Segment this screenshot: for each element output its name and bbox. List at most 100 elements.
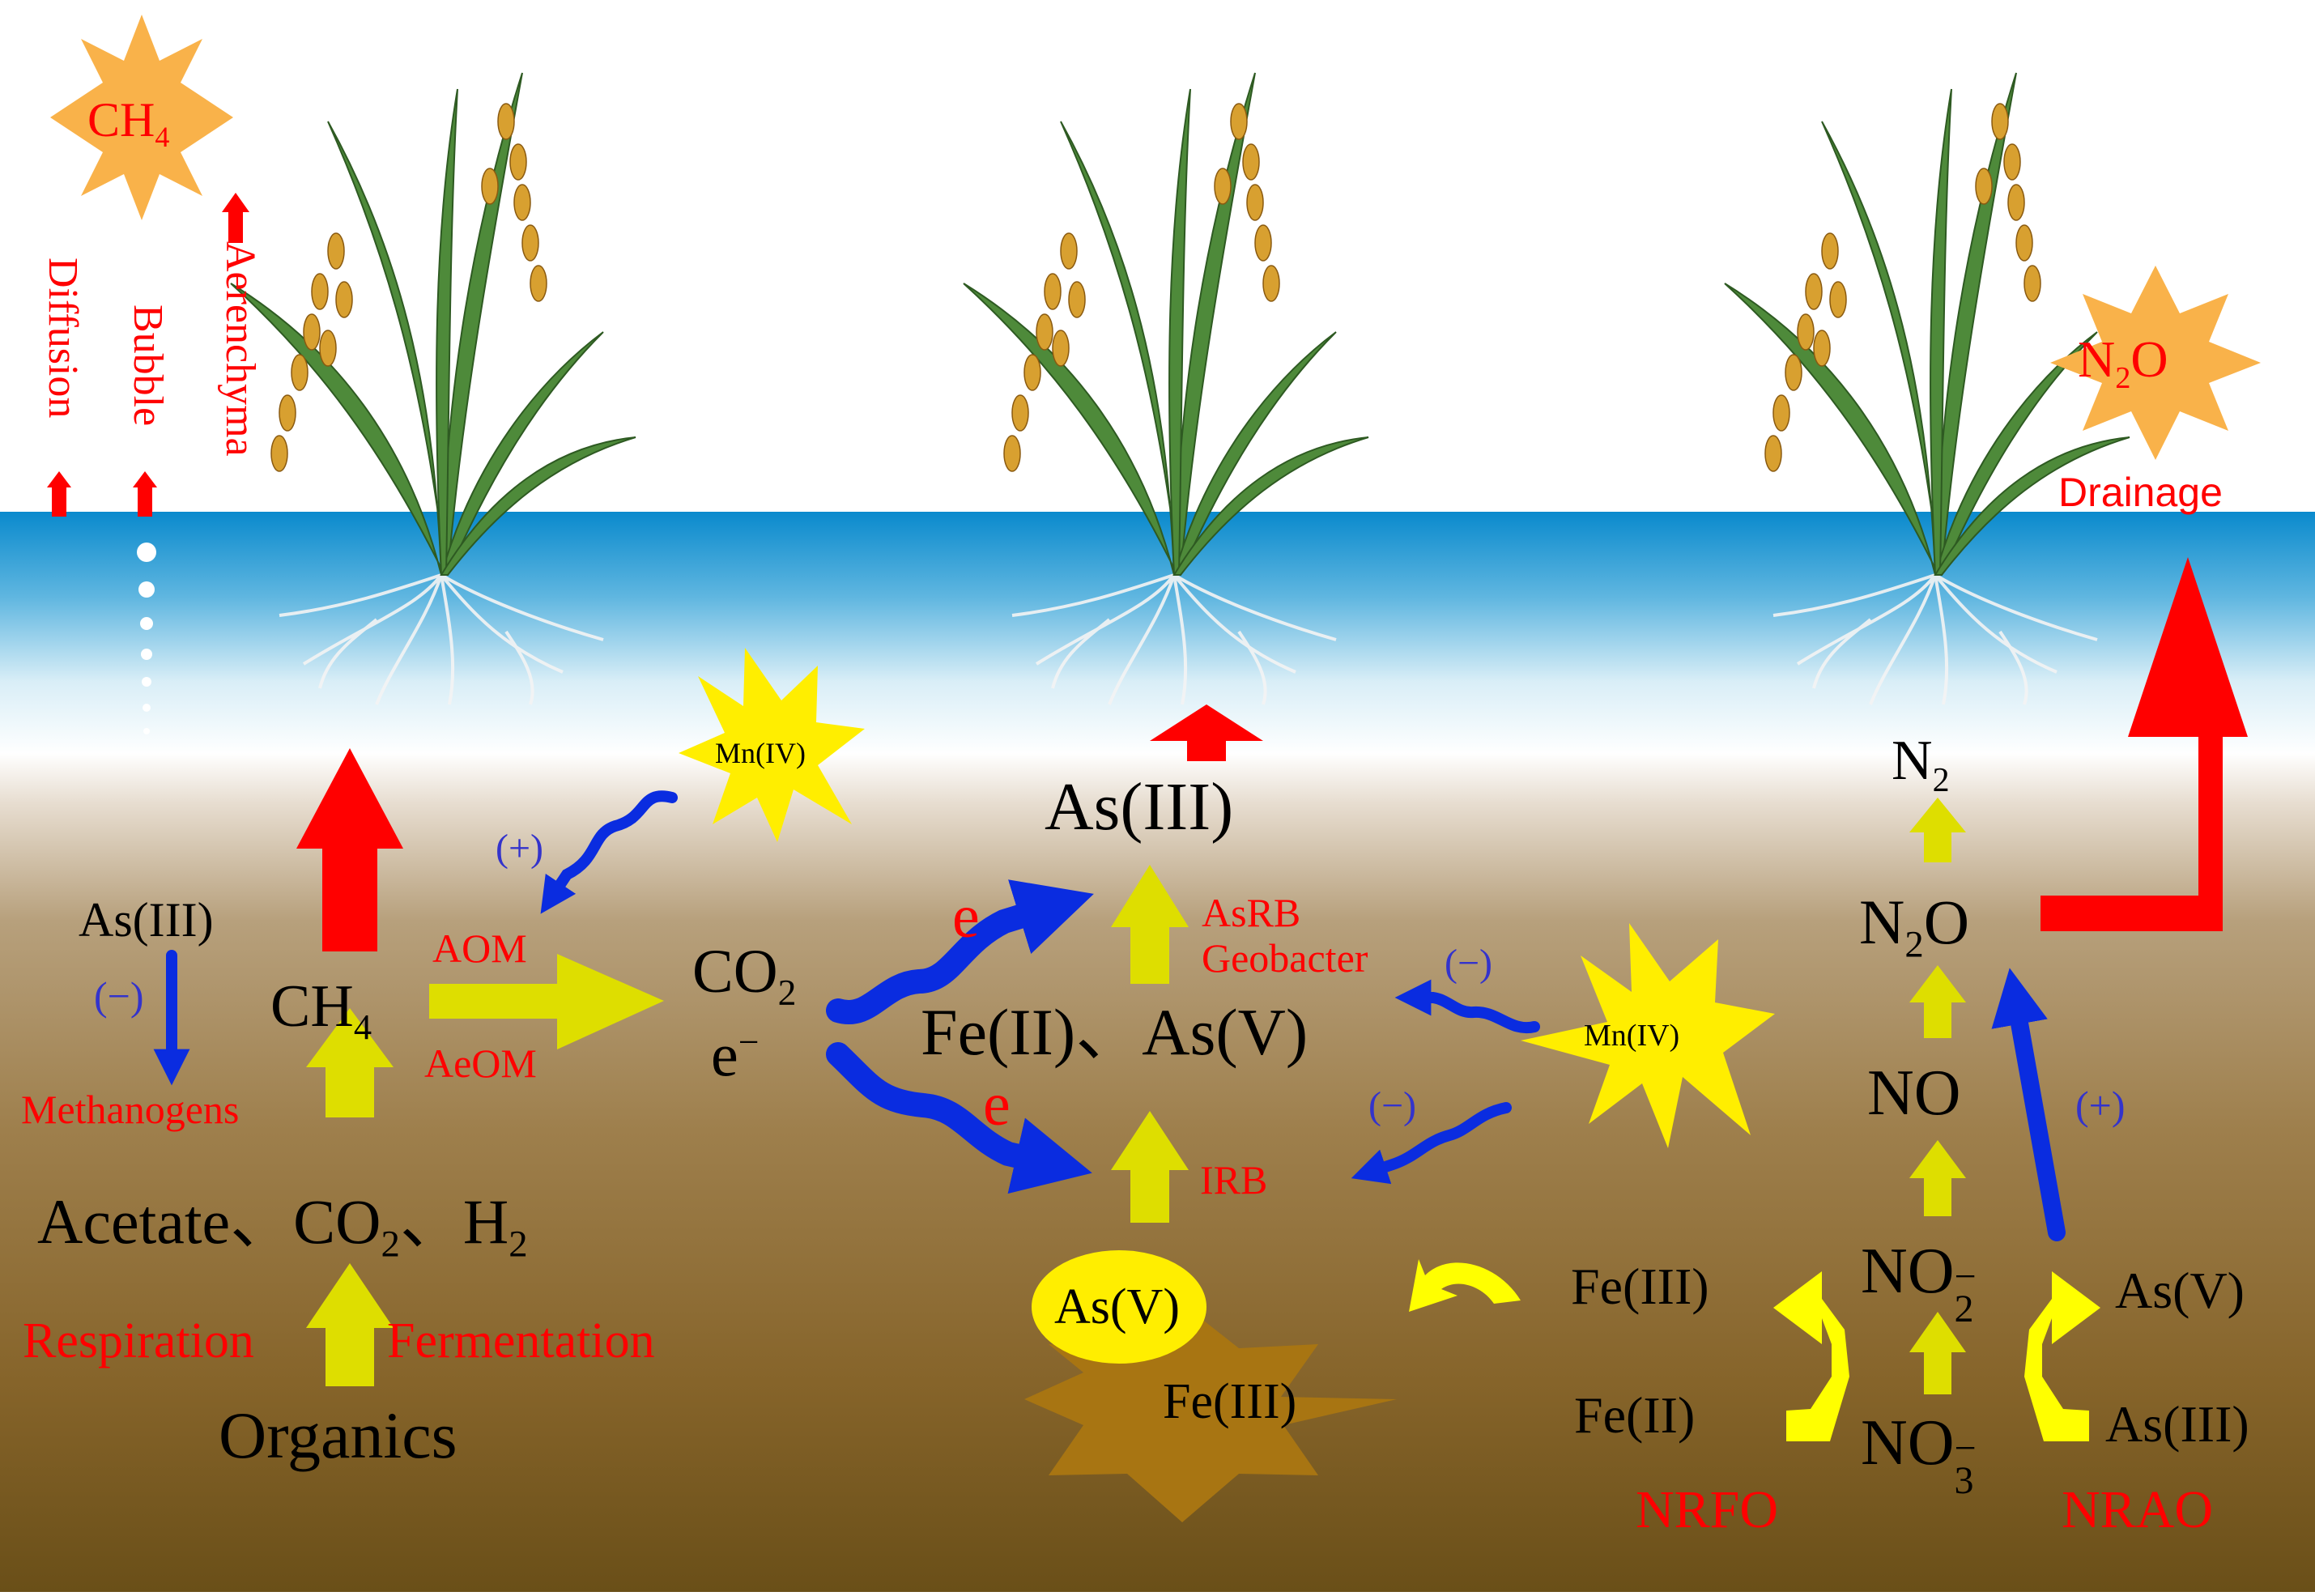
fe3-star-label: Fe(III) (1163, 1374, 1297, 1429)
substrates-text-b: 、H (399, 1186, 509, 1257)
diffusion-arrow (47, 471, 71, 517)
n2o-to-n2-arrow (1909, 798, 1966, 862)
co2-subscript: 2 (777, 972, 797, 1014)
nrfo-label: NRFO (1636, 1480, 1779, 1539)
methanogens-label: Methanogens (21, 1087, 240, 1132)
mn-top-plus-label: (+) (496, 827, 544, 870)
as3-minus-label: (−) (94, 973, 144, 1019)
n2o-label: N2O (1859, 891, 1969, 964)
no3-subscript: 3 (1954, 1459, 1974, 1502)
ch4-up-arrow (296, 748, 403, 951)
irb-label: IRB (1200, 1157, 1268, 1202)
plant-leaves (963, 72, 1369, 576)
as5-oval-shape (1032, 1250, 1206, 1364)
mn-irb-minus-label: (−) (1368, 1084, 1417, 1127)
bubble-label: Bubble (125, 304, 171, 427)
n2o-text: N (1859, 887, 1905, 957)
substrates-label: Acetate、CO2、H2 (37, 1190, 528, 1263)
ch4-text: CH (270, 973, 354, 1040)
plant-roots (279, 573, 604, 705)
drainage-arrow (2041, 557, 2248, 931)
bright-yellow-cycle-arrows (1409, 1259, 2100, 1441)
fermentation-label: Fermentation (387, 1313, 655, 1368)
as5-promote-arrow (1991, 968, 2066, 1241)
bubble-arrow (133, 471, 157, 517)
electron-down-arrow (826, 1042, 1092, 1194)
electron-bottom-label: e (983, 1070, 1011, 1138)
co2-label: CO2 (692, 941, 796, 1011)
plant-roots (1011, 573, 1337, 705)
fe3-label: Fe(III) (1571, 1258, 1709, 1315)
fe2-label: Fe(II) (1574, 1386, 1696, 1444)
electron-up-arrow (826, 879, 1094, 1024)
fe-cycle-arrow (1773, 1271, 1849, 1441)
n2-label: N2 (1892, 733, 1950, 798)
as-cycle-arrow (2024, 1271, 2100, 1441)
ch4-emission-star (50, 15, 233, 220)
as5-plus-label: (+) (2075, 1083, 2126, 1128)
no-label: NO (1867, 1058, 1961, 1129)
ch4-emission-subscript: 4 (155, 121, 170, 153)
rice-panicles (1764, 103, 2041, 472)
ch4-emission-text: CH (87, 93, 155, 147)
n2-subscript: 2 (1932, 762, 1950, 799)
rice-plant-center (963, 72, 1369, 705)
no-to-n2o-arrow (1909, 965, 1966, 1038)
n2o-emission-subscript: 2 (2115, 360, 2131, 395)
yellow-process-arrows (306, 798, 1966, 1394)
mn-top-promote-arrow (540, 790, 678, 914)
substrates-subscript-1: 2 (381, 1223, 400, 1266)
as3-left-label: As(III) (79, 893, 214, 947)
as3-center-label: As(III) (1045, 769, 1234, 845)
respiration-label: Respiration (23, 1313, 254, 1368)
plant-leaves (230, 72, 636, 576)
bubble-dots (137, 543, 156, 734)
aom-label: AOM (432, 926, 527, 971)
mn-star-top (679, 648, 865, 842)
no3-label: NO−3 (1861, 1411, 1982, 1500)
substrates-to-ch4-arrow (306, 1008, 394, 1117)
ch4-emission-label: CH4 (87, 96, 169, 151)
as5-right-label: As(V) (2115, 1262, 2245, 1319)
electron-top-label: e (952, 883, 980, 951)
as3-release-arrow (1150, 704, 1263, 761)
n2-text: N (1892, 730, 1933, 792)
co2-text: CO (692, 938, 778, 1006)
rice-panicles (1003, 103, 1280, 472)
mn-geobacter-inhibit-arrow (1394, 979, 1540, 1034)
no3-text: NO (1861, 1407, 1955, 1479)
rice-plant-left (230, 72, 636, 705)
mn-top-label: Mn(IV) (715, 737, 806, 769)
n2o-subscript: 2 (1904, 923, 1924, 966)
diffusion-label: Diffusion (40, 257, 86, 419)
drainage-label: Drainage (2058, 470, 2223, 515)
n2o-text-end: O (1923, 887, 1970, 957)
electron-label: e− (711, 1021, 760, 1087)
no3-charge-group: −3 (1955, 1429, 1982, 1500)
mn-right-label: Mn(IV) (1584, 1019, 1680, 1053)
irb-up-arrow (1111, 1111, 1189, 1223)
floodwater-layer (0, 512, 2315, 755)
fe3-return-arrow (1409, 1259, 1521, 1312)
geobacter-label: Geobacter (1202, 935, 1368, 981)
electron-superscript: − (738, 1021, 760, 1062)
no2-to-no-arrow (1909, 1140, 1966, 1216)
plant-leaves (1724, 72, 2130, 576)
fe2-as5-label: Fe(II)、As(V) (921, 995, 1309, 1069)
no3-superscript: − (1954, 1427, 1977, 1470)
n2o-emission-text-end: O (2130, 330, 2168, 388)
n2o-emission-text: N (2078, 330, 2116, 388)
no3-to-no2-arrow (1909, 1312, 1966, 1394)
mn-star-right (1521, 923, 1775, 1148)
substrates-text-a: Acetate、CO (37, 1186, 381, 1257)
red-transport-arrows (47, 193, 2248, 951)
as5-oval-label: As(V) (1054, 1279, 1180, 1334)
fe-to-as3-arrow (1111, 865, 1189, 984)
no2-label: NO−2 (1861, 1239, 1982, 1329)
no2-subscript: 2 (1954, 1287, 1974, 1330)
rice-plant-right (1724, 72, 2130, 705)
nrao-label: NRAO (2062, 1480, 2214, 1539)
ch4-subscript: 4 (353, 1006, 372, 1047)
